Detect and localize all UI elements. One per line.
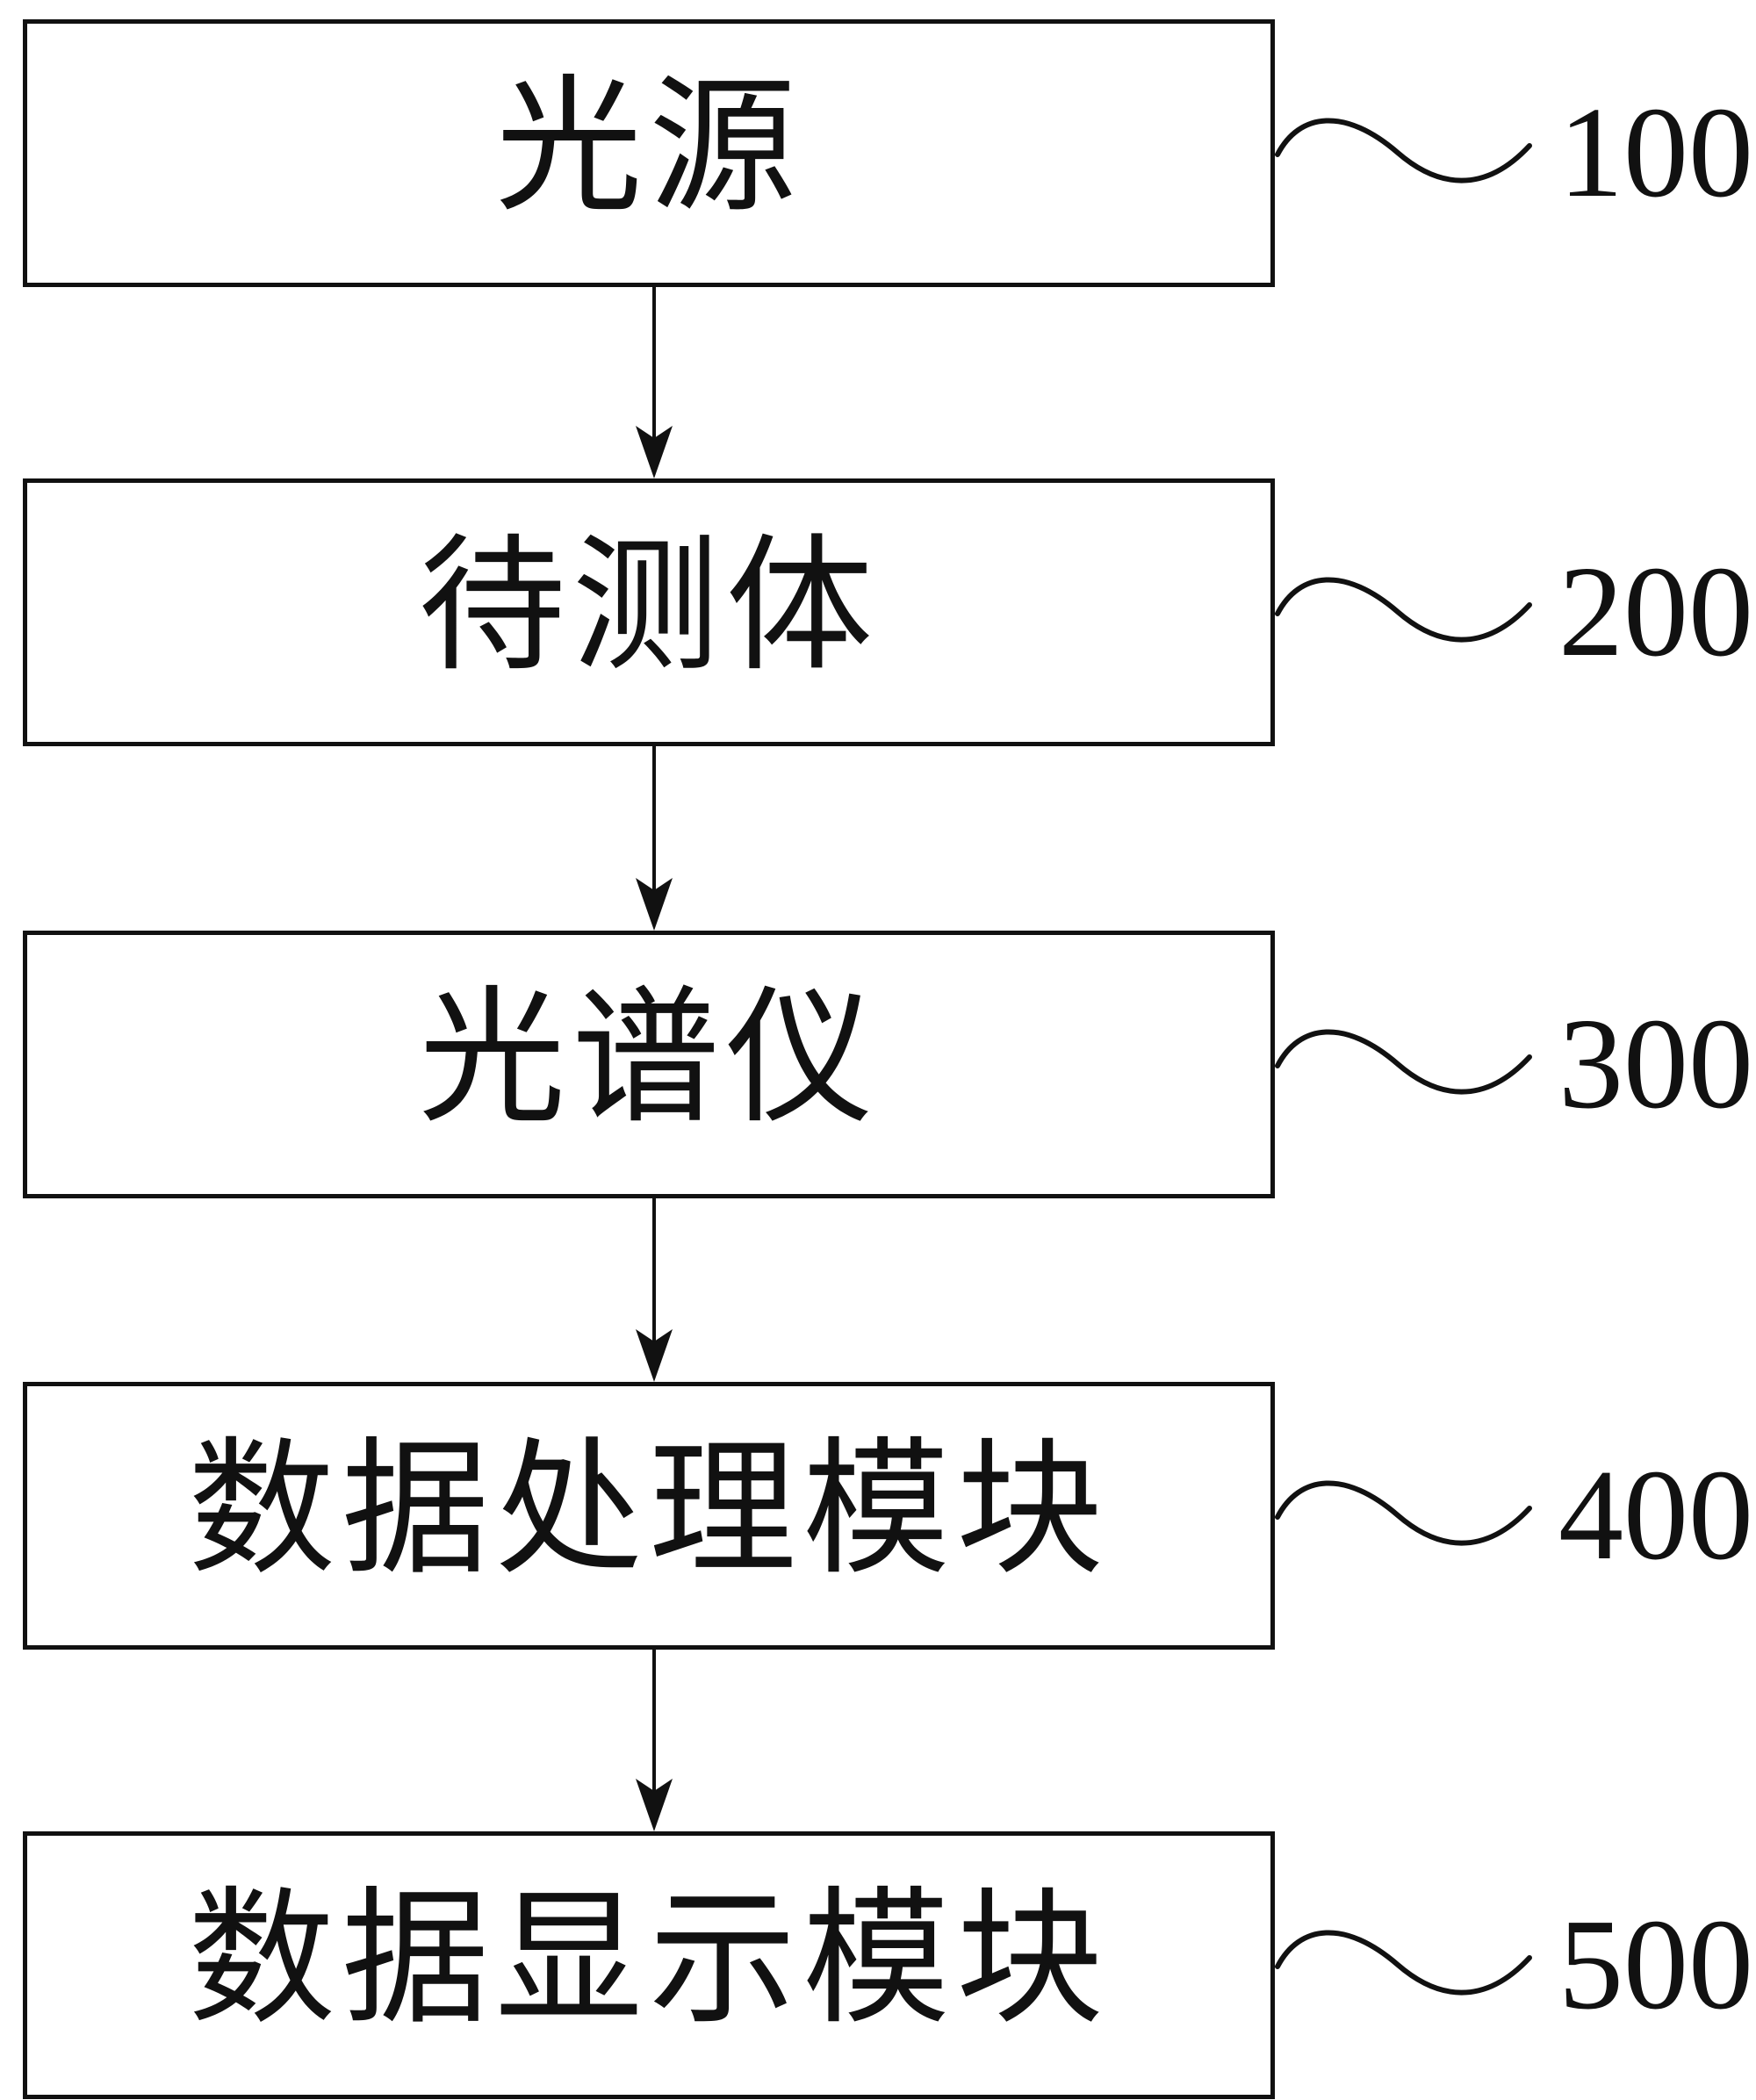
ref-connector-squiggle-500 bbox=[1275, 1930, 1532, 1996]
node-spectrometer-label: 光谱仪 bbox=[418, 977, 880, 1141]
flow-arrow-down-4 bbox=[636, 1650, 673, 1831]
ref-number-500: 500 bbox=[1558, 1893, 1753, 2037]
node-data-display-module-label: 数据显示模块 bbox=[188, 1878, 1110, 2042]
ref-connector-squiggle-100 bbox=[1275, 118, 1532, 183]
ref-number-300: 300 bbox=[1558, 992, 1753, 1136]
ref-connector-squiggle-200 bbox=[1275, 577, 1532, 643]
node-test-object-label: 待测体 bbox=[418, 525, 880, 689]
node-spectrometer: 光谱仪 bbox=[23, 931, 1275, 1198]
flow-arrow-down-3 bbox=[636, 1198, 673, 1382]
ref-number-100: 100 bbox=[1558, 81, 1753, 225]
ref-number-400: 400 bbox=[1558, 1443, 1753, 1587]
flow-arrow-down-2 bbox=[636, 746, 673, 931]
node-light-source-label: 光源 bbox=[495, 66, 802, 230]
ref-number-200: 200 bbox=[1558, 540, 1753, 684]
node-data-display-module: 数据显示模块 bbox=[23, 1831, 1275, 2099]
node-test-object: 待测体 bbox=[23, 478, 1275, 746]
ref-connector-squiggle-400 bbox=[1275, 1480, 1532, 1546]
ref-connector-squiggle-300 bbox=[1275, 1029, 1532, 1095]
node-light-source: 光源 bbox=[23, 19, 1275, 287]
flow-arrow-down-1 bbox=[636, 287, 673, 478]
node-data-processing-module: 数据处理模块 bbox=[23, 1382, 1275, 1650]
node-data-processing-module-label: 数据处理模块 bbox=[188, 1428, 1110, 1593]
